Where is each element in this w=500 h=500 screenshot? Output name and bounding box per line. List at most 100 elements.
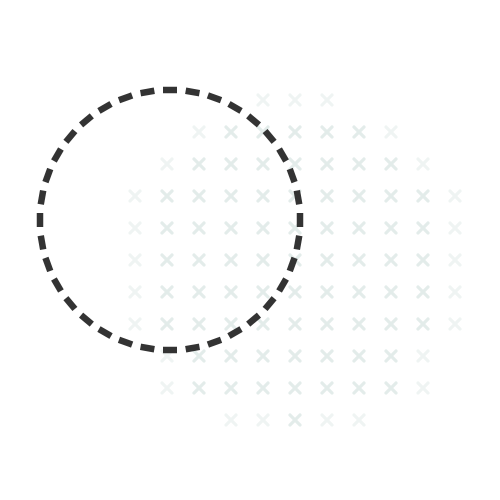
x-cross-icon xyxy=(192,349,206,363)
x-cross-icon xyxy=(160,381,174,395)
ring-dash xyxy=(293,189,303,205)
ring-dash xyxy=(139,87,155,97)
x-cross-icon xyxy=(288,125,302,139)
x-cross-icon xyxy=(192,317,206,331)
x-cross-icon xyxy=(320,93,334,107)
x-cross-icon xyxy=(224,285,238,299)
x-cross-icon xyxy=(320,125,334,139)
ring-dash xyxy=(51,277,64,293)
x-cross-icon xyxy=(448,221,462,235)
ring-dash xyxy=(37,189,47,205)
x-cross-icon xyxy=(256,189,270,203)
ring-dash xyxy=(276,147,289,163)
x-cross-icon xyxy=(352,189,366,203)
x-cross-icon xyxy=(416,221,430,235)
x-cross-icon xyxy=(384,221,398,235)
x-cross-icon xyxy=(448,253,462,267)
dashed-circle-ring xyxy=(36,86,304,354)
ring-dash xyxy=(97,101,113,114)
ring-dash xyxy=(206,336,223,348)
ring-dash xyxy=(293,235,303,251)
ring-dash xyxy=(246,312,262,327)
x-cross-icon xyxy=(256,285,270,299)
x-cross-icon xyxy=(128,317,142,331)
x-cross-icon xyxy=(224,317,238,331)
ring-dash xyxy=(206,92,223,104)
x-cross-icon xyxy=(128,189,142,203)
ring-dash xyxy=(286,167,298,184)
x-cross-icon xyxy=(288,317,302,331)
ring-dash xyxy=(185,343,201,353)
x-cross-icon xyxy=(352,285,366,299)
ring-dash xyxy=(286,256,298,273)
ring-dash xyxy=(37,235,47,251)
x-cross-icon xyxy=(448,285,462,299)
x-cross-icon xyxy=(256,221,270,235)
x-cross-icon xyxy=(416,285,430,299)
x-cross-icon xyxy=(384,381,398,395)
x-cross-icon xyxy=(128,221,142,235)
x-cross-icon xyxy=(416,189,430,203)
x-cross-icon xyxy=(352,317,366,331)
ring-dash xyxy=(227,326,243,339)
x-cross-icon xyxy=(352,253,366,267)
x-cross-icon xyxy=(384,317,398,331)
x-cross-icon xyxy=(320,157,334,171)
x-cross-icon xyxy=(256,93,270,107)
x-cross-icon xyxy=(224,221,238,235)
x-cross-icon xyxy=(224,189,238,203)
x-cross-icon xyxy=(192,221,206,235)
ring-dash xyxy=(227,101,243,114)
ring-dash xyxy=(262,128,277,144)
ring-dash xyxy=(78,312,94,327)
x-cross-icon xyxy=(224,413,238,427)
x-cross-icon xyxy=(416,253,430,267)
x-cross-icon xyxy=(448,317,462,331)
x-cross-icon xyxy=(224,157,238,171)
x-cross-icon xyxy=(352,381,366,395)
x-cross-icon xyxy=(224,349,238,363)
x-cross-icon xyxy=(320,253,334,267)
x-cross-icon xyxy=(160,221,174,235)
x-cross-icon xyxy=(320,413,334,427)
ring-dash xyxy=(185,87,201,97)
x-cross-icon xyxy=(320,221,334,235)
x-cross-icon xyxy=(256,381,270,395)
cross-pattern-grid xyxy=(128,93,462,427)
x-cross-icon xyxy=(416,317,430,331)
x-cross-icon xyxy=(128,253,142,267)
x-cross-icon xyxy=(160,253,174,267)
x-cross-icon xyxy=(384,189,398,203)
x-cross-icon xyxy=(160,157,174,171)
ring-dash xyxy=(262,296,277,312)
x-cross-icon xyxy=(320,189,334,203)
ring-dash xyxy=(97,326,113,339)
x-cross-icon xyxy=(288,349,302,363)
x-cross-icon xyxy=(256,317,270,331)
x-cross-icon xyxy=(192,157,206,171)
x-cross-icon xyxy=(288,157,302,171)
x-cross-icon xyxy=(160,317,174,331)
x-cross-icon xyxy=(256,157,270,171)
x-cross-icon xyxy=(224,381,238,395)
x-cross-icon xyxy=(384,253,398,267)
x-cross-icon xyxy=(192,189,206,203)
x-cross-icon xyxy=(128,285,142,299)
x-cross-icon xyxy=(416,349,430,363)
ring-dash xyxy=(246,113,262,128)
x-cross-icon xyxy=(160,189,174,203)
ring-dash xyxy=(63,128,78,144)
x-cross-icon xyxy=(352,157,366,171)
ring-dash xyxy=(51,147,64,163)
x-cross-icon xyxy=(352,125,366,139)
ring-dash xyxy=(117,92,134,104)
x-cross-icon xyxy=(352,349,366,363)
x-cross-icon xyxy=(416,381,430,395)
x-cross-icon xyxy=(320,381,334,395)
ring-dash xyxy=(139,343,155,353)
x-cross-icon xyxy=(288,413,302,427)
x-cross-icon xyxy=(384,125,398,139)
x-cross-icon xyxy=(320,317,334,331)
x-cross-icon xyxy=(160,285,174,299)
